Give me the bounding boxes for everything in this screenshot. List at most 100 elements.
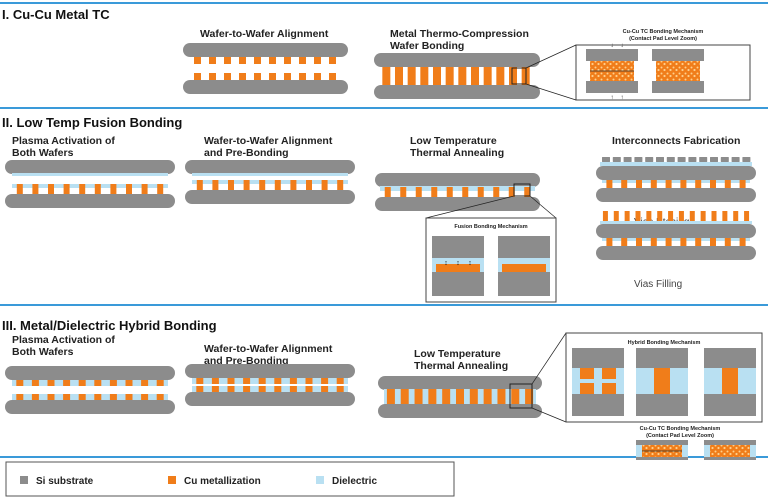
cu-pad xyxy=(94,184,101,194)
cu-pad xyxy=(445,67,454,85)
cu-pad xyxy=(724,238,731,246)
s1-step-tc-line2: Wafer Bonding xyxy=(390,40,464,52)
s1-zoom-title: Cu-Cu TC Bonding Mechanism xyxy=(623,29,704,35)
cu-pad xyxy=(724,180,731,188)
si-wafer xyxy=(374,53,540,67)
cu-pad xyxy=(156,380,164,386)
cu-pad xyxy=(156,394,164,400)
cu-pad xyxy=(239,73,246,80)
cu-pad xyxy=(635,211,641,221)
si-stub xyxy=(688,157,697,162)
cu-pad xyxy=(458,67,467,85)
cu-pad xyxy=(382,67,391,85)
cu-pad xyxy=(211,378,219,384)
si-wafer xyxy=(5,194,175,208)
cu-pad xyxy=(196,378,204,384)
cu-pad xyxy=(125,380,133,386)
cu-pad xyxy=(722,368,738,394)
cu-pad xyxy=(695,180,702,188)
cu-pad xyxy=(654,368,670,394)
cu-pad xyxy=(329,57,336,64)
svg-text:↕: ↕ xyxy=(444,260,448,267)
cu-pad xyxy=(680,238,687,246)
s2-wafers xyxy=(5,157,756,260)
legend-swatch-dielectric xyxy=(316,476,324,484)
cu-pad xyxy=(477,187,484,197)
cu-pad xyxy=(126,184,132,194)
si-wafer xyxy=(375,197,540,211)
cu-pad xyxy=(483,67,492,85)
cu-pad xyxy=(665,180,672,188)
dielectric-layer xyxy=(12,380,168,386)
si-wafer xyxy=(596,166,756,180)
cu-pad xyxy=(613,211,619,221)
cu-pad xyxy=(259,180,266,190)
cu-pad xyxy=(680,180,687,188)
cu-pad xyxy=(700,211,706,221)
cu-pad xyxy=(400,187,407,197)
dielectric-layer xyxy=(192,180,348,184)
si-wafer xyxy=(183,80,348,94)
cu-pad xyxy=(196,180,203,190)
s3-step-anneal-line2: Thermal Annealing xyxy=(414,360,508,372)
cu-pad xyxy=(668,211,674,221)
cu-pad xyxy=(258,378,266,384)
cu-pad xyxy=(227,378,235,384)
cu-pad xyxy=(141,394,149,400)
dielectric-layer xyxy=(12,173,168,176)
cu-pad xyxy=(636,180,642,188)
cu-pad xyxy=(407,67,416,85)
cu-pad xyxy=(314,57,321,64)
si-stub xyxy=(612,157,621,162)
si-wafer xyxy=(374,85,540,99)
cu-pad xyxy=(606,180,613,188)
si-wafer xyxy=(185,190,355,204)
si-stub xyxy=(634,157,643,162)
cu-pad xyxy=(224,73,231,80)
si-substrate xyxy=(704,394,756,416)
cu-pad xyxy=(16,184,23,194)
dielectric-layer xyxy=(380,186,535,191)
cu-pad xyxy=(621,238,628,246)
si-wafer xyxy=(185,160,355,174)
cu-pad xyxy=(710,180,716,188)
s2-step-align-line2: and Pre-Bonding xyxy=(204,147,289,159)
cu-pad xyxy=(63,394,71,400)
si-stub xyxy=(710,157,718,162)
si-wafer xyxy=(596,246,756,260)
s3-zoom-region xyxy=(509,383,533,409)
cu-pad xyxy=(650,180,657,188)
cu-pad xyxy=(243,386,251,392)
si-wafer xyxy=(596,188,756,202)
cu-pad xyxy=(722,211,728,221)
s1-zoom-region xyxy=(511,67,527,85)
cu-pad xyxy=(606,238,613,246)
cu-pad xyxy=(48,184,54,194)
cu-pad xyxy=(196,386,204,392)
si-wafer xyxy=(378,404,542,418)
s1-zoom-content: ↓ ↓ ↑ ↑ xyxy=(586,43,704,101)
cu-pad xyxy=(141,380,149,386)
svg-text:↓: ↓ xyxy=(611,43,614,49)
section2-title: II. Low Temp Fusion Bonding xyxy=(2,115,182,130)
cu-pad xyxy=(274,180,281,190)
si-wafer xyxy=(185,364,355,378)
cu-pad xyxy=(211,386,219,392)
cu-pad xyxy=(509,67,517,85)
cu-pad xyxy=(228,180,234,190)
cu-pad xyxy=(274,386,282,392)
cu-pad xyxy=(321,378,329,384)
si-wafer xyxy=(596,224,756,238)
cu-pad xyxy=(497,389,506,405)
cu-pad xyxy=(290,180,297,190)
svg-text:↕: ↕ xyxy=(468,260,472,267)
cu-pad xyxy=(665,238,672,246)
s2-step-anneal-line2: Thermal Annealing xyxy=(410,147,504,159)
si-wafer xyxy=(378,376,542,390)
section1-title: I. Cu-Cu Metal TC xyxy=(2,7,110,22)
cu-pad xyxy=(289,378,297,384)
dielectric-layer xyxy=(12,394,168,400)
cu-pad xyxy=(646,211,652,221)
cu-pad xyxy=(415,187,422,197)
